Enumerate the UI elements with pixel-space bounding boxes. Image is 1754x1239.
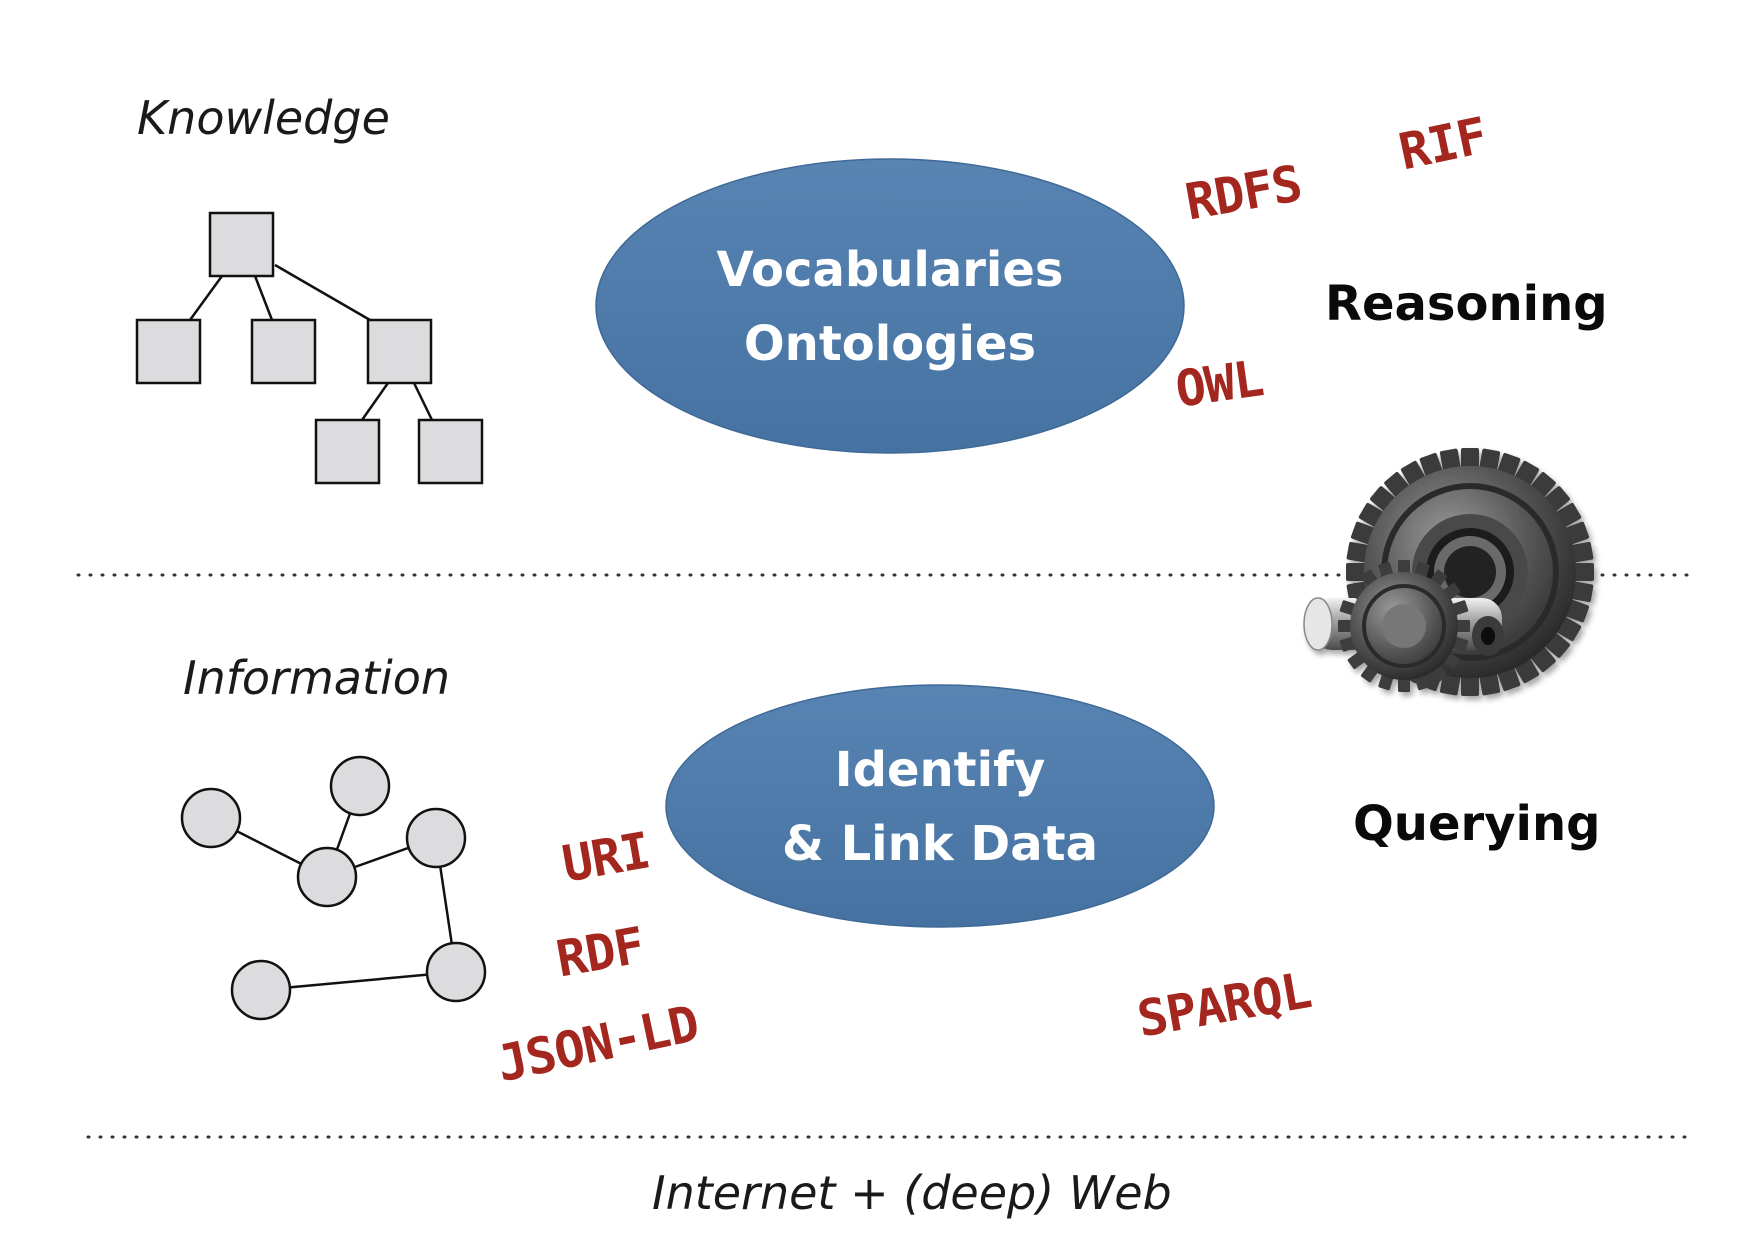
ellipse-vocabularies-line2: Ontologies — [744, 316, 1036, 372]
graph-network-icon — [180, 755, 487, 1021]
ellipse-identify-line2: & Link Data — [782, 816, 1098, 872]
gears-icon — [1303, 448, 1594, 696]
ellipse-vocabularies-line1: Vocabularies — [717, 242, 1064, 298]
base-layer-label: Internet + (deep) Web — [652, 1166, 1172, 1220]
tree-diagram-icon — [135, 211, 484, 485]
querying-label: Querying — [1353, 796, 1601, 852]
information-label: Information — [183, 651, 451, 705]
vocabularies-ellipse: Vocabularies Ontologies — [595, 158, 1185, 454]
ellipse-identify-line1: Identify — [835, 742, 1046, 798]
identify-ellipse: Identify & Link Data — [665, 684, 1215, 928]
reasoning-label: Reasoning — [1325, 276, 1608, 332]
knowledge-label: Knowledge — [137, 91, 390, 145]
